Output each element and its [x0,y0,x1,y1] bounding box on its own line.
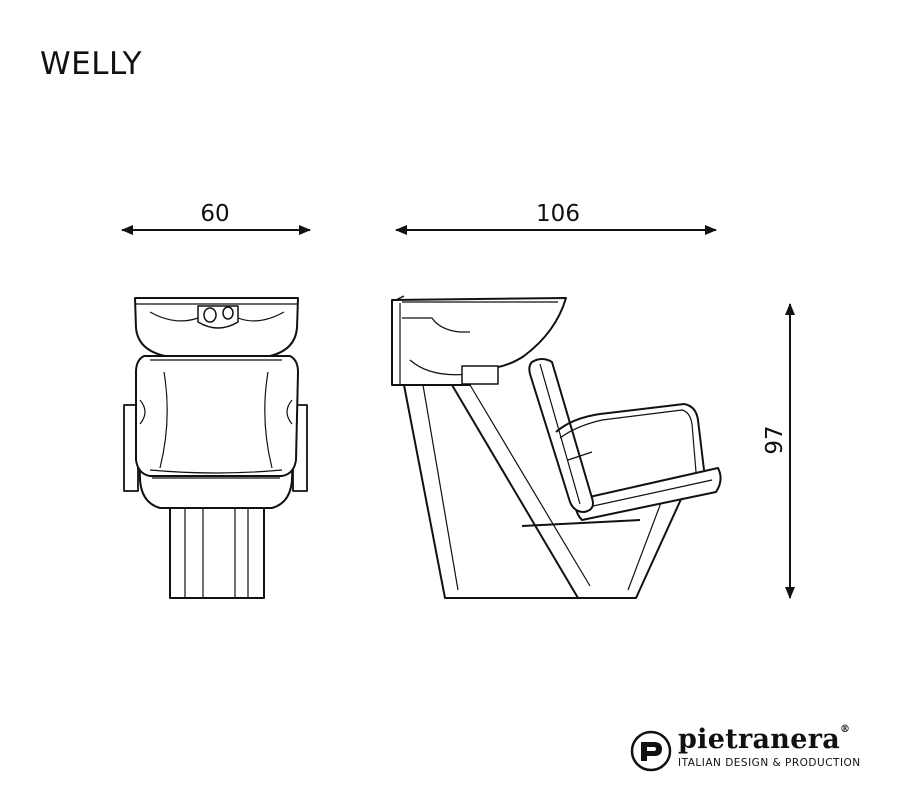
brand-name: pietranera [678,724,841,755]
height-dimension-label: 97 [762,425,788,454]
width-dimension-label: 60 [200,201,229,227]
side-view [391,295,722,599]
front-view [123,297,308,599]
height-dimension: 97 [762,303,795,599]
brand-logo: pietranera® ITALIAN DESIGN & PRODUCTION [630,724,890,774]
depth-dimension: 106 [395,201,717,235]
brand-registered-mark: ® [840,724,851,735]
brand-tagline: ITALIAN DESIGN & PRODUCTION [678,757,861,769]
depth-dimension-label: 106 [536,201,580,227]
product-title: WELLY [40,46,143,82]
width-dimension: 60 [121,201,311,235]
pietranera-logo-icon [630,730,672,772]
